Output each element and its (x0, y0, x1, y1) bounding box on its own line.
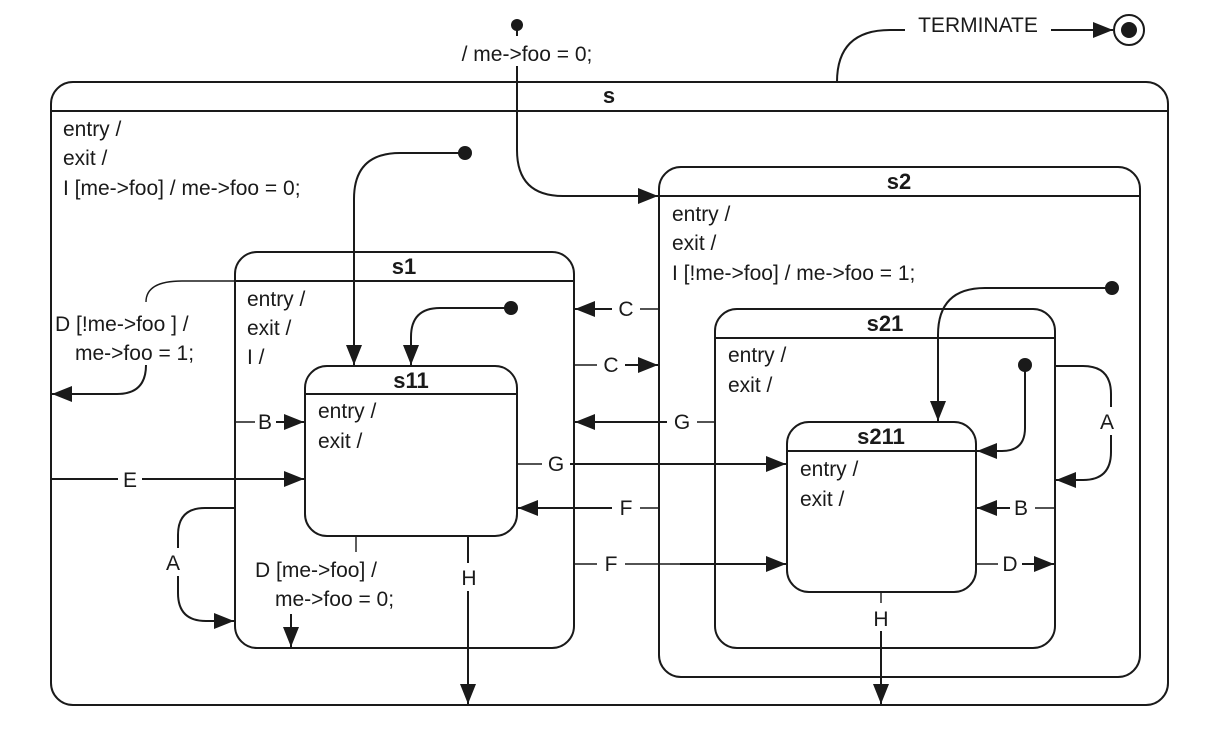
state-s-action: exit / (63, 147, 108, 170)
transition-initial-top[interactable]: / me->foo = 0; (462, 19, 658, 204)
state-s11-action: entry / (318, 400, 377, 423)
transition-initial-s2[interactable] (930, 281, 1119, 421)
transition-label: me->foo = 1; (75, 342, 194, 365)
transition-initial-s21[interactable] (977, 358, 1032, 459)
transition-initial-s1[interactable] (403, 301, 518, 365)
state-s211[interactable]: s211 entry / exit / (786, 421, 977, 593)
state-s1-action: entry / (247, 288, 306, 311)
transition-label: C (603, 354, 618, 377)
transition-label: H (873, 608, 888, 631)
state-s2-action: I [!me->foo] / me->foo = 1; (672, 262, 915, 285)
transition-label: TERMINATE (918, 14, 1038, 37)
state-s11-action: exit / (318, 430, 363, 453)
state-s1-action: I / (247, 346, 265, 369)
state-s11[interactable]: s11 entry / exit / (304, 365, 518, 537)
transition-label: me->foo = 0; (275, 588, 394, 611)
transition-d-s11[interactable]: D [me->foo] / me->foo = 0; (255, 536, 394, 647)
transition-f-to-s11[interactable]: F (518, 497, 659, 520)
transition-a-s1[interactable]: A (162, 507, 235, 629)
transition-initial-s[interactable] (346, 146, 472, 365)
transition-label: G (674, 411, 690, 434)
state-s2-action: entry / (672, 203, 731, 226)
state-s211-action: entry / (800, 458, 859, 481)
transition-label: D [me->foo] / (255, 559, 377, 582)
transition-terminate[interactable]: TERMINATE (836, 14, 1145, 83)
transition-b-s1[interactable]: B (236, 411, 304, 434)
state-s1-title: s1 (392, 254, 416, 279)
transition-label: B (258, 411, 272, 434)
transition-c-to-s1[interactable]: C (575, 298, 659, 321)
state-s21-action: exit / (728, 374, 773, 397)
state-s11-title: s11 (393, 368, 429, 393)
transition-c-to-s2[interactable]: C (575, 354, 658, 377)
state-s21-title: s21 (867, 311, 904, 336)
state-s-title: s (603, 83, 615, 108)
transition-label: D [!me->foo ] / (55, 313, 189, 336)
transition-h-s211[interactable]: H (873, 592, 889, 704)
transition-label: E (123, 469, 137, 492)
transition-h-s11[interactable]: H (457, 536, 481, 704)
transition-label: A (1100, 411, 1114, 434)
transition-label: G (548, 453, 564, 476)
state-s-action: entry / (63, 118, 122, 141)
state-s1-action: exit / (247, 317, 292, 340)
transition-label: / me->foo = 0; (462, 43, 593, 66)
transition-label: C (618, 298, 633, 321)
transition-label: D (1002, 553, 1017, 576)
transition-d-s211[interactable]: D (976, 553, 1054, 576)
transition-a-s21[interactable]: A (1055, 365, 1119, 488)
state-s211-title: s211 (857, 424, 905, 449)
transition-label: F (605, 553, 618, 576)
state-s21-action: entry / (728, 344, 787, 367)
transition-b-s21[interactable]: B (977, 497, 1055, 520)
transition-g-to-s1[interactable]: G (575, 411, 715, 434)
transition-f-to-s211[interactable]: F (574, 553, 786, 576)
transition-d-s1[interactable]: D [!me->foo ] / me->foo = 1; (52, 280, 574, 402)
final-state-dot (1121, 22, 1137, 38)
state-s2-action: exit / (672, 232, 717, 255)
transition-g-to-s211[interactable]: G (517, 453, 786, 476)
transition-label: B (1014, 497, 1028, 520)
state-s211-action: exit / (800, 488, 845, 511)
transition-label: A (166, 552, 180, 575)
transition-e[interactable]: E (51, 466, 304, 492)
state-s2-title: s2 (887, 169, 911, 194)
transition-label: F (620, 497, 633, 520)
state-s-action: I [me->foo] / me->foo = 0; (63, 177, 301, 200)
transition-label: H (461, 567, 476, 590)
